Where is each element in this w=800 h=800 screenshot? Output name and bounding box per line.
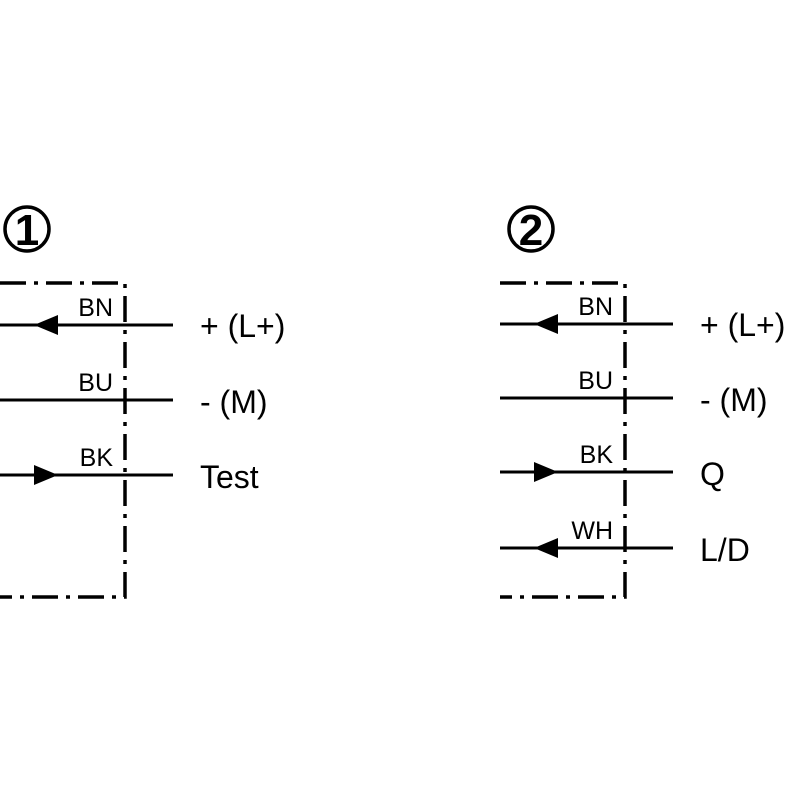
diagram-1-wire-bn: BN + (L+) <box>0 294 285 344</box>
terminal-label: - (M) <box>200 384 268 420</box>
wire-color-label: BK <box>80 444 114 472</box>
wire-color-label: WH <box>571 517 613 545</box>
arrow-right-icon <box>34 465 58 485</box>
terminal-label: + (L+) <box>200 308 285 344</box>
diagram-1-wire-bk: BK Test <box>0 444 259 495</box>
diagram-2-sensor-housing <box>500 281 627 599</box>
diagram-1-number-badge <box>3 205 51 253</box>
diagram-2-wire-wh: WH L/D <box>500 517 750 568</box>
wire-color-label: BN <box>578 293 613 321</box>
arrow-left-icon <box>534 538 558 558</box>
terminal-label: - (M) <box>700 382 768 418</box>
diagram-2-wire-bn: BN + (L+) <box>500 293 785 343</box>
connection-diagram-2: 2 BN + (L+) BU - (M) BK Q WH L/D <box>500 205 785 599</box>
connection-diagram-1: 1 BN + (L+) BU - (M) BK Test <box>0 205 285 599</box>
wire-color-label: BU <box>78 369 113 397</box>
diagram-2-wire-bk: BK Q <box>500 441 725 492</box>
diagram-2-number: 2 <box>519 206 543 255</box>
arrow-left-icon <box>34 315 58 335</box>
wire-color-label: BK <box>580 441 614 469</box>
diagram-2-wire-bu: BU - (M) <box>500 367 768 418</box>
terminal-label: + (L+) <box>700 307 785 343</box>
terminal-label: L/D <box>700 532 750 568</box>
terminal-label: Q <box>700 456 725 492</box>
diagram-1-sensor-housing <box>0 281 127 599</box>
arrow-right-icon <box>534 462 558 482</box>
arrow-left-icon <box>534 314 558 334</box>
diagram-2-number-badge <box>507 205 555 253</box>
wire-color-label: BN <box>78 294 113 322</box>
terminal-label: Test <box>200 459 259 495</box>
diagram-1-wire-bu: BU - (M) <box>0 369 268 420</box>
diagram-1-number: 1 <box>15 206 39 255</box>
wire-color-label: BU <box>578 367 613 395</box>
